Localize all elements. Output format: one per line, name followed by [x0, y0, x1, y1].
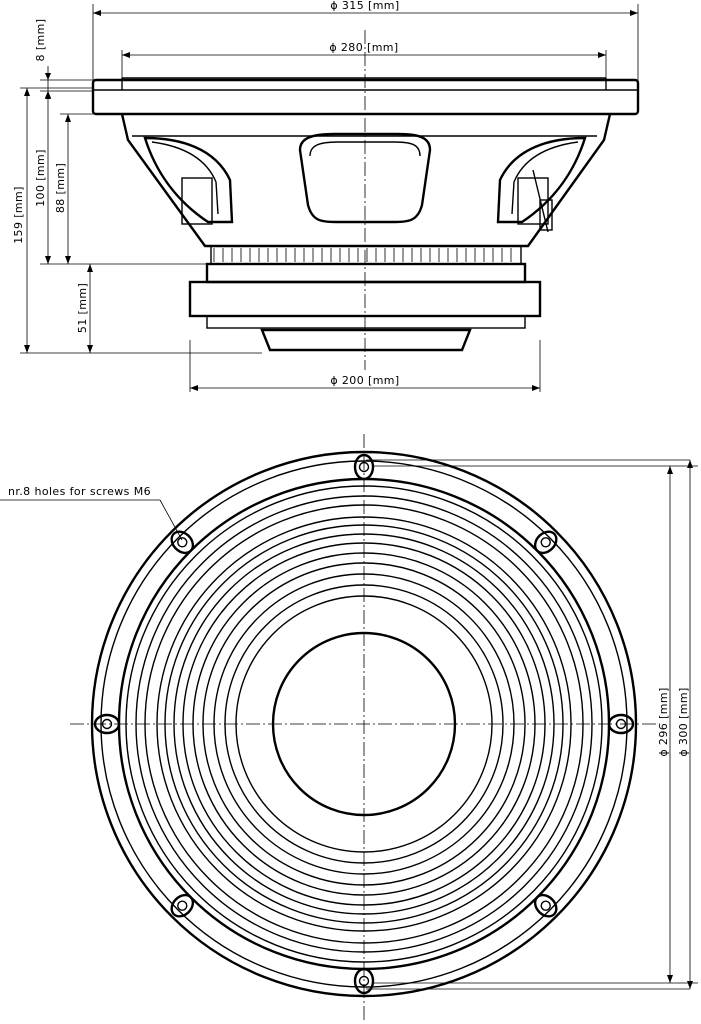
basket-depth-label: 100 [mm]	[34, 149, 47, 207]
baffle-diameter-label: ϕ 280 [mm]	[329, 41, 398, 54]
front-view: nr.8 holes for screws M6 ϕ 296 [mm] ϕ 30…	[0, 434, 698, 1020]
mounting-hole	[533, 893, 558, 918]
outer-diameter-label: ϕ 315 [mm]	[330, 0, 399, 12]
speaker-basket	[120, 113, 612, 248]
vertical-dimensions: 8 [mm] 159 [mm] 100 [mm] 88 [mm] 51 [mm]	[12, 19, 262, 354]
side-view: ϕ 315 [mm] ϕ 280 [mm]	[12, 0, 640, 392]
mounting-hole	[170, 530, 195, 555]
outer-diameter-dimension: ϕ 315 [mm]	[92, 0, 639, 90]
bolt-circle-label: ϕ 296 [mm]	[657, 687, 670, 756]
mounting-hole	[170, 893, 195, 918]
magnet-depth-label: 51 [mm]	[76, 283, 89, 333]
speaker-flange	[91, 77, 640, 116]
frame-depth-label: 88 [mm]	[54, 163, 67, 213]
holes-note: nr.8 holes for screws M6	[0, 485, 183, 541]
magnet-diameter-dimension: ϕ 200 [mm]	[190, 374, 540, 391]
front-diameter-dimensions: ϕ 296 [mm] ϕ 300 [mm]	[366, 459, 698, 990]
holes-note-label: nr.8 holes for screws M6	[8, 485, 151, 498]
magnet-diameter-label: ϕ 200 [mm]	[330, 374, 399, 387]
baffle-diameter-dimension: ϕ 280 [mm]	[121, 41, 607, 78]
mounting-hole	[533, 530, 558, 555]
cooling-fins	[210, 245, 522, 265]
total-depth-label: 159 [mm]	[12, 186, 25, 244]
flange-thickness-label: 8 [mm]	[34, 19, 47, 62]
cutout-label: ϕ 300 [mm]	[677, 687, 690, 756]
